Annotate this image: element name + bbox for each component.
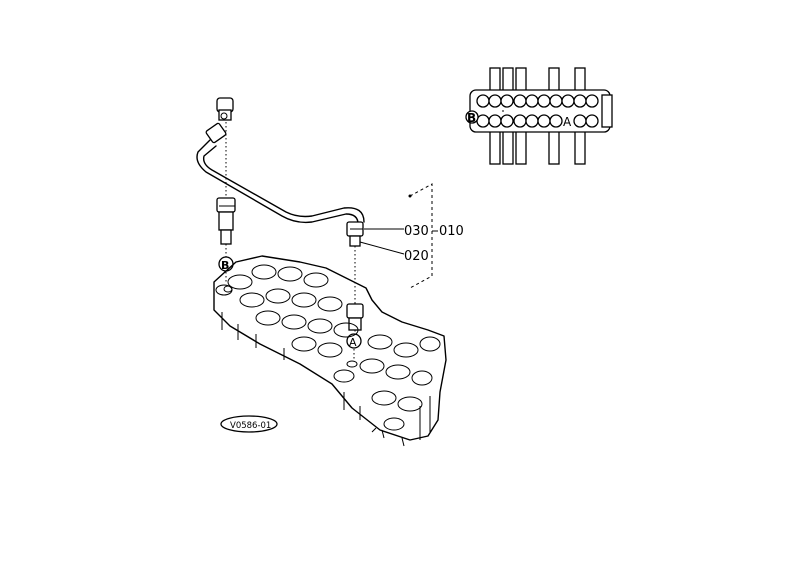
marker-a-circle	[346, 333, 362, 349]
inset-b-port	[465, 110, 479, 124]
b-side-fittings: B	[216, 122, 236, 284]
marker-b: B	[221, 259, 229, 272]
valve-top-view-inset: B A	[465, 67, 613, 165]
inset-label-b: B	[467, 111, 476, 125]
pipe-tube	[196, 139, 359, 225]
bracket-dot	[408, 194, 412, 198]
valve-end-cap	[601, 94, 613, 128]
valve-body-ports	[215, 264, 441, 431]
valve-ports-upper	[476, 94, 599, 108]
drawing-code-tag: V0586-01	[220, 415, 278, 433]
callout-030: 030	[404, 224, 429, 239]
callout-020: 020	[404, 249, 429, 264]
inset-label-a: A	[563, 115, 572, 129]
marker-a: A	[349, 336, 357, 349]
control-valve-body	[213, 255, 447, 447]
upper-fitting	[205, 97, 234, 144]
valve-ports-lower	[476, 114, 599, 128]
hydraulic-pipe-assembly	[196, 97, 438, 289]
drawing-code: V0586-01	[230, 421, 271, 431]
callout-bracket	[409, 183, 433, 289]
callout-010: 010	[439, 224, 464, 239]
part-callouts: 030 010 020	[359, 224, 464, 264]
a-side-fittings: A	[346, 246, 364, 360]
